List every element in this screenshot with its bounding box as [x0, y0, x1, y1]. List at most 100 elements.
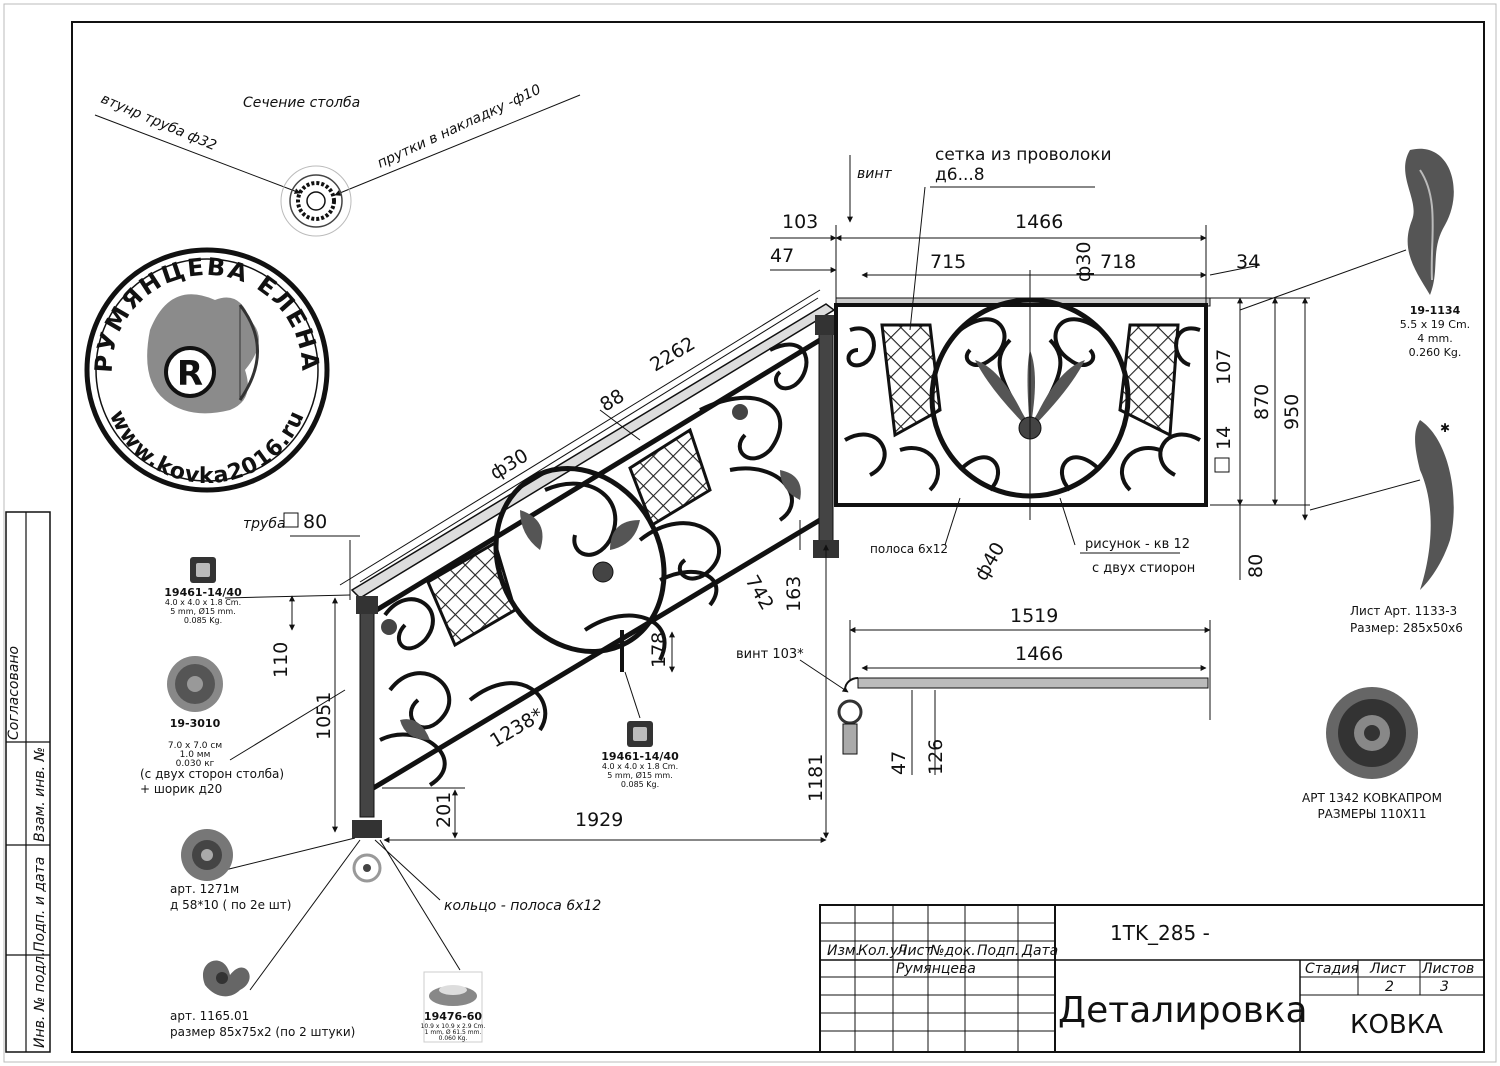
svg-text:Лист Арт. 1133-3: Лист Арт. 1133-3: [1350, 604, 1457, 618]
part-rosette-1271: арт. 1271м д 58*10 ( по 2е шт): [170, 829, 291, 912]
landing-screw: винт: [857, 166, 893, 182]
company-stamp: РУМЯНЦЕВА ЕЛЕНА www.kovka2016.ru R: [84, 247, 330, 493]
mesh-note-1: сетка из проволоки: [935, 145, 1112, 165]
svg-text:арт. 1165.01: арт. 1165.01: [170, 1009, 249, 1023]
plan-view: [799, 620, 1211, 775]
title-block: [819, 904, 1485, 1053]
svg-text:5 mm, Ø15 mm.: 5 mm, Ø15 mm.: [170, 606, 235, 616]
svg-text:(с двух сторон столба): (с двух сторон столба): [140, 767, 284, 781]
part-rosette-19-3010: 19-3010 7.0 x 7.0 см 1.0 мм 0.030 кг (с …: [140, 656, 284, 796]
svg-text:0.030 кг: 0.030 кг: [176, 759, 215, 769]
svg-text:19-1134: 19-1134: [1410, 304, 1461, 317]
post-cap-top: [815, 315, 837, 335]
dim-47: 47: [770, 245, 794, 267]
stair-railing: [350, 297, 839, 838]
mesh-panel: [628, 427, 712, 528]
col-ndoc: №док.: [929, 943, 976, 959]
dim-110: 110: [270, 642, 292, 678]
svg-text:размер 85х75х2 (по 2 штуки): размер 85х75х2 (по 2 штуки): [170, 1025, 355, 1039]
dim-103: 103: [782, 211, 818, 233]
dim-1519: 1519: [1010, 605, 1058, 627]
mesh-panel: [426, 540, 517, 648]
outer-border: [3, 3, 1497, 1063]
part-leaf-1133: ✱ Лист Арт. 1133-3 Размер: 285х50х6: [1309, 420, 1463, 635]
part-leaf-19-1134: 19-1134 5.5 x 19 Cm. 4 mm. 0.260 Kg.: [1239, 148, 1470, 359]
dim-1929: 1929: [575, 809, 623, 831]
svg-text:19461-14/40: 19461-14/40: [601, 750, 679, 763]
svg-text:+ шорик д20: + шорик д20: [140, 782, 222, 796]
svg-text:19476-60: 19476-60: [424, 1010, 482, 1023]
dim-870: 870: [1251, 384, 1273, 420]
mesh-note-2: д6...8: [935, 165, 985, 185]
plan-handrail: [857, 677, 1209, 689]
col-izm: Изм.: [827, 943, 860, 959]
svg-text:10.9 x 10.9 x 2.9 Cm.: 10.9 x 10.9 x 2.9 Cm.: [421, 1023, 486, 1030]
stage-label: Стадия: [1305, 961, 1359, 977]
dim-landing-d30: ф30: [1073, 242, 1095, 282]
post-base: [352, 820, 382, 838]
pipe-label: труба: [243, 516, 286, 532]
author-name: Румянцева: [896, 961, 976, 977]
part-leaf-1165: арт. 1165.01 размер 85х75х2 (по 2 штуки): [170, 960, 355, 1039]
svg-text:5 mm, Ø15 mm.: 5 mm, Ø15 mm.: [607, 770, 672, 780]
part-cap-center: 19461-14/40 4.0 x 4.0 x 1.8 Cm. 5 mm, Ø1…: [601, 721, 679, 789]
sheet-number: 2: [1385, 979, 1394, 995]
sheets-total: 3: [1440, 979, 1449, 995]
dim-163: 163: [783, 576, 805, 612]
svg-text:0.060 Kg.: 0.060 Kg.: [439, 1035, 468, 1042]
sheet-label: Лист: [1369, 961, 1406, 977]
pattern-note-2: с двух стиорон: [1092, 561, 1195, 576]
col-podp: Подп.: [977, 943, 1019, 959]
rosette: [381, 619, 397, 635]
svg-text:1 mm, Ø 61.5 mm.: 1 mm, Ø 61.5 mm.: [425, 1029, 482, 1036]
rosette: [592, 561, 614, 583]
svg-text:д 58*10 ( по 2е шт): д 58*10 ( по 2е шт): [170, 898, 291, 912]
dim-plan-47: 47: [888, 751, 910, 775]
mesh-panel-right: [1118, 323, 1180, 438]
dim-landing-1466: 1466: [1015, 211, 1063, 233]
svg-text:4 mm.: 4 mm.: [1417, 332, 1452, 345]
dim-d40: ф40: [970, 538, 1009, 584]
dim-742: 742: [741, 572, 778, 614]
stair-dimensions: [289, 289, 829, 843]
dim-126: 126: [925, 739, 947, 775]
plan-screw: винт 103*: [736, 647, 804, 662]
mesh-panel-left: [880, 323, 942, 438]
section-rods: прутки в накладку -ф10: [375, 82, 544, 172]
svg-text:Размер: 285х50х6: Размер: 285х50х6: [1350, 621, 1463, 635]
landing-railing: [834, 297, 1211, 507]
side-label-sign-date: Подп. и дата: [32, 857, 48, 952]
stamp-logo-letter: R: [177, 354, 203, 394]
dim-1051: 1051: [313, 692, 335, 740]
dim-1181: 1181: [805, 754, 827, 802]
ring-icon: [352, 853, 382, 883]
svg-text:5.5 x 19 Cm.: 5.5 x 19 Cm.: [1400, 318, 1470, 331]
dim-80: 80: [1245, 554, 1267, 578]
dim-stair-d30: ф30: [486, 445, 532, 485]
svg-text:19-3010: 19-3010: [170, 717, 221, 730]
dim-718: 718: [1100, 251, 1136, 273]
svg-text:0.085 Kg.: 0.085 Kg.: [184, 616, 222, 625]
col-kol: Кол.уч: [858, 943, 906, 959]
side-label-inventory: Инв. № подл.: [32, 951, 48, 1048]
section-title: Сечение столба: [243, 95, 360, 111]
part-leaf-1133-mark: ✱: [1440, 421, 1450, 435]
stair-bottom-post: [359, 604, 375, 818]
part-cap-left: 19461-14/40 4.0 x 4.0 x 1.8 Cm. 5 mm, Ø1…: [164, 557, 242, 625]
inner-frame: [71, 21, 1485, 1053]
drawing-name: Деталировка: [1058, 990, 1308, 1031]
side-label-replaced: Взам. инв. №: [32, 747, 48, 842]
svg-text:арт. 1271м: арт. 1271м: [170, 882, 239, 896]
sheets-label: Листов: [1421, 961, 1474, 977]
svg-text:АРТ 1342 КОВКАПРОМ: АРТ 1342 КОВКАПРОМ: [1302, 791, 1442, 805]
post-cap: [356, 596, 378, 614]
post-section-detail: Сечение столба втунр труба ф32 прутки в …: [94, 82, 581, 237]
dim-plan-1466: 1466: [1015, 643, 1063, 665]
rosette: [732, 404, 748, 420]
part-base-19476: 19476-60 10.9 x 10.9 x 2.9 Cm. 1 mm, Ø 6…: [421, 971, 486, 1043]
col-data: Дата: [1021, 943, 1058, 959]
svg-text:7.0 x 7.0 см: 7.0 x 7.0 см: [168, 741, 222, 751]
pattern-note-1: рисунок - кв 12: [1085, 537, 1190, 552]
svg-text:0.260 Kg.: 0.260 Kg.: [1409, 346, 1462, 359]
